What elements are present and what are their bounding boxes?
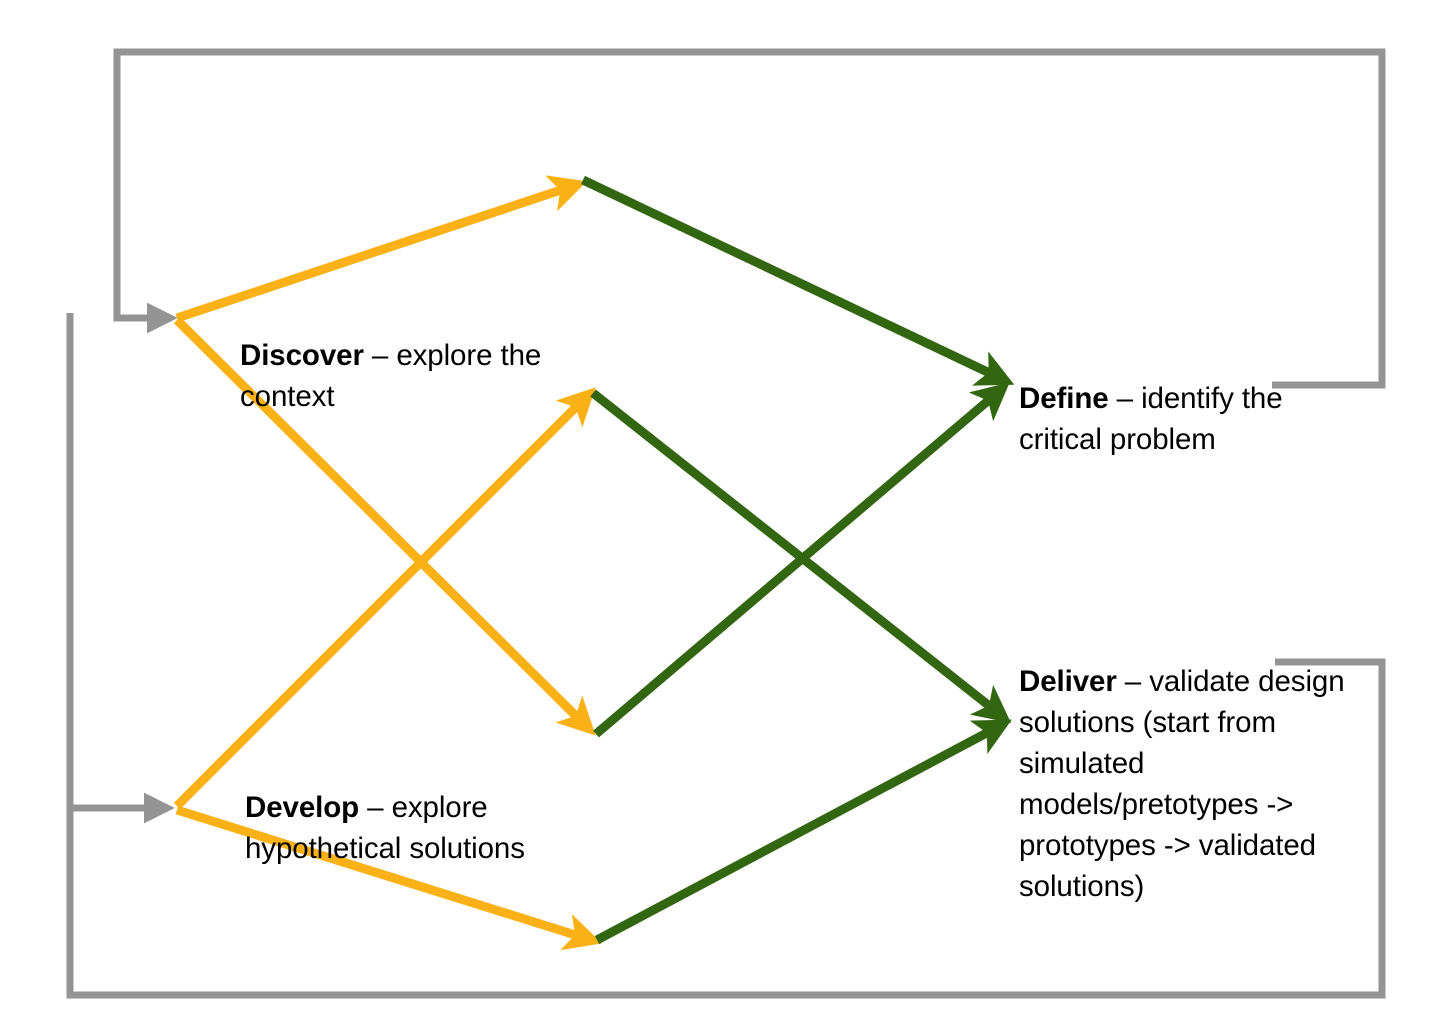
node-lead-define: Define <box>1019 382 1109 415</box>
node-dash-define: – <box>1108 382 1142 415</box>
edge-discover-to-diamond1-top <box>175 175 588 323</box>
node-label-deliver: Deliver – validate design solutions (sta… <box>1019 620 1359 907</box>
node-description-develop: explore hypothetical solutions <box>245 791 525 865</box>
node-lead-discover: Discover <box>240 339 364 372</box>
edge-discover-to-diamond1-bottom <box>173 316 596 736</box>
node-dash-discover: – <box>363 339 397 372</box>
node-description-discover: explore the context <box>240 339 542 413</box>
node-description-deliver: validate design solutions (start from si… <box>1019 665 1345 903</box>
node-lead-develop: Develop <box>245 791 360 824</box>
node-lead-deliver: Deliver <box>1019 665 1117 698</box>
node-label-develop: Develop – explore hypothetical solutions <box>245 746 605 869</box>
edge-deliver-feedback-to-develop <box>66 313 1386 999</box>
edge-develop-to-diamond2-top <box>173 387 596 810</box>
node-label-define: Define – identify the critical problem <box>1019 337 1349 460</box>
edge-define-feedback-to-discover <box>113 48 1386 389</box>
node-label-discover: Discover – explore the context <box>240 294 570 417</box>
edge-diamond1-top-to-define <box>581 175 1015 386</box>
edge-diamond2-top-to-deliver <box>590 389 1012 724</box>
node-dash-deliver: – <box>1116 665 1150 698</box>
edge-diamond2-bottom-to-deliver <box>594 719 1012 944</box>
edge-develop-to-diamond2-bottom <box>175 805 603 951</box>
node-description-define: identify the critical problem <box>1019 382 1283 456</box>
node-dash-develop: – <box>359 791 392 824</box>
edge-diamond1-bottom-to-define <box>593 382 1010 738</box>
